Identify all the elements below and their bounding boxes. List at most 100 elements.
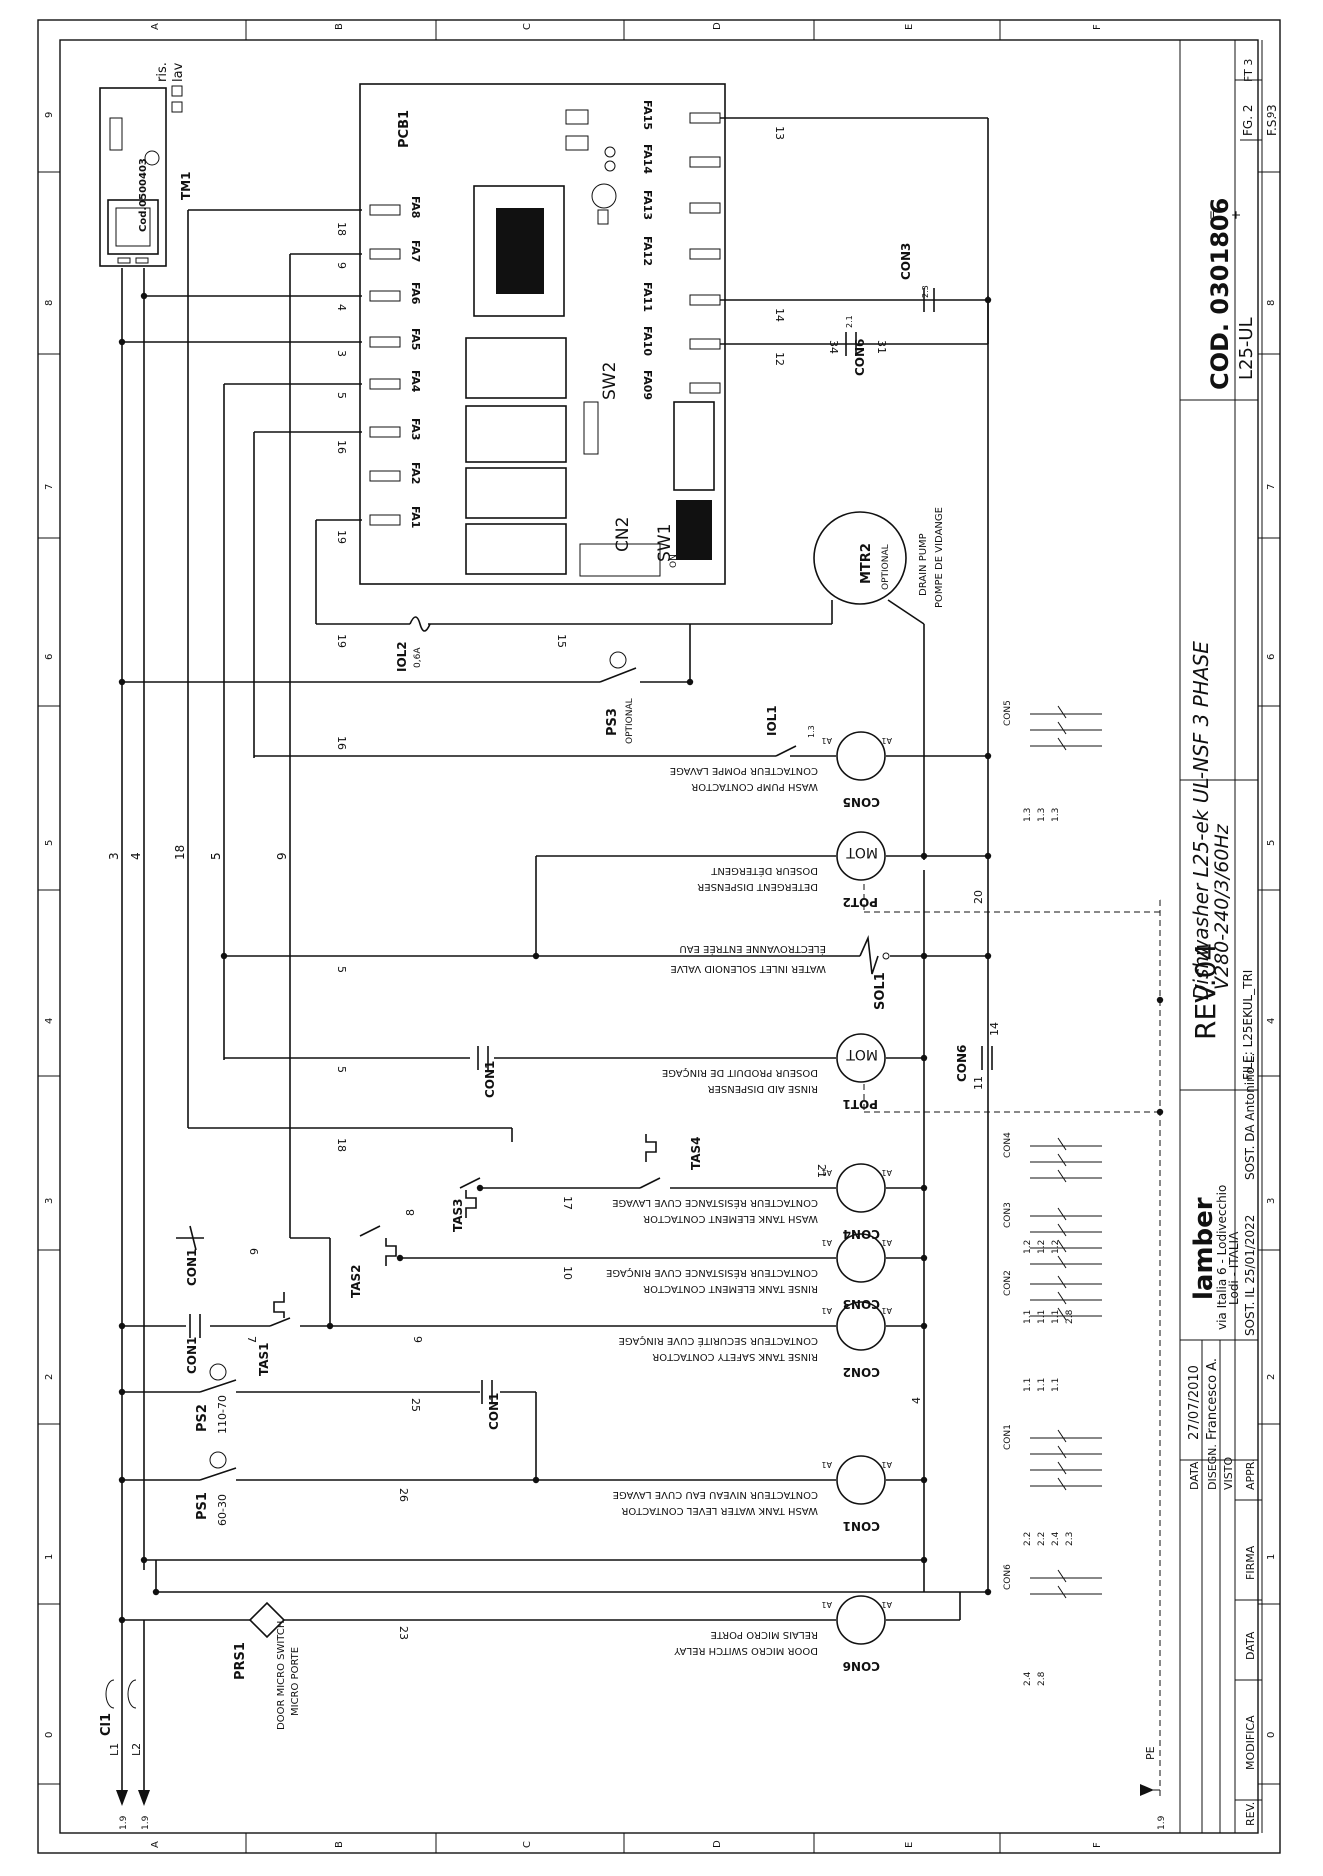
pcb-terminal-fa10 (689, 338, 721, 350)
wire-19b: 19 (335, 634, 348, 648)
data-value: 27/07/2010 (1187, 1365, 1202, 1440)
title-block: Dishwasher L25-ek UL-NSF 3 PHASE V280-24… (1179, 40, 1279, 1833)
cn2-label: CN2 (613, 517, 633, 552)
contact-ref-0-2: 1.3 (1051, 808, 1061, 822)
data-label: DATA (1188, 1461, 1201, 1490)
con3-top-label: CON3 (899, 243, 913, 280)
junction-dot (984, 296, 992, 304)
pcb-terminal-label-fa09: FA09 (641, 370, 654, 400)
grid-row-left-3: 3 (44, 1198, 55, 1204)
model-label: L25-UL (1236, 317, 1257, 380)
pcb-terminal-fa5 (369, 336, 401, 348)
grid-row-right-7: 7 (1266, 484, 1277, 490)
iol2-thermal-symbol (409, 616, 431, 632)
wire-21: 21 (815, 1164, 828, 1178)
contact-coil-6: CON2 (1003, 1270, 1013, 1296)
pcb-terminal-fa11 (689, 294, 721, 306)
tas2-label: TAS2 (349, 1264, 363, 1298)
load-desc-en-6: RINSE TANK SAFETY CONTACTOR (652, 1351, 818, 1362)
grid-row-right-4: 4 (1266, 1018, 1277, 1024)
prs1-label: PRS1 (233, 1642, 248, 1680)
sw1-dip-block (676, 500, 712, 560)
contact-ref-6-2: 1.1 (1051, 1378, 1061, 1392)
wire-34: 34 (827, 340, 840, 354)
pcb-terminal-label-fa11: FA11 (641, 282, 654, 312)
l2-ref: 1.9 (141, 1815, 151, 1830)
grid-row-right-5: 5 (1266, 840, 1277, 846)
ps3-label: PS3 (605, 708, 620, 736)
coil-a2-0: A1 (821, 736, 832, 745)
wire-26: 26 (397, 1488, 410, 1502)
inner-frame (59, 39, 1259, 1834)
tas3-thermostat (459, 1177, 481, 1218)
grid-row-left-0: 0 (44, 1732, 55, 1738)
drawing-code: COD. 0301806 (1206, 198, 1234, 390)
revision: REV.04 (1189, 943, 1222, 1040)
wire-20: 20 (972, 890, 985, 904)
ps1-sensor (209, 1451, 227, 1469)
wire-14b: 14 (988, 1022, 1001, 1036)
coil-a2-4: A1 (821, 1168, 832, 1177)
rail-3: 3 (107, 852, 121, 860)
pcb1-board: PCB1 SW2 SW1 CN2 ON FA8FA7FA6FA5FA4FA3FA… (359, 83, 726, 585)
coil-a2-6: A1 (821, 1306, 832, 1315)
junction-dot (984, 1588, 992, 1596)
ps1-range: 60-30 (216, 1494, 229, 1526)
grid-row-left-4: 4 (44, 1018, 55, 1024)
con6-top-label: CON6 (853, 339, 867, 376)
mtr2-desc2: POMPE DE VIDANGE (934, 507, 945, 608)
coil-con5-symbol (836, 731, 886, 781)
contact-ref-6-0: 1.1 (1023, 1378, 1033, 1392)
disegn-value: Francesco A. (1205, 1358, 1220, 1440)
wire-4b: 4 (910, 1397, 923, 1404)
company-address-1: via Italia 6 - Lodivecchio (1215, 1185, 1229, 1330)
wire-18: 18 (335, 222, 348, 236)
wire-16b: 16 (335, 736, 348, 750)
pcb-terminal-fa6 (369, 290, 401, 302)
pcb-terminal-fa1 (369, 514, 401, 526)
coil-a1-4: A1 (881, 1168, 892, 1177)
load-desc-en-5: RINSE TANK ELEMENT CONTACTOR (643, 1283, 818, 1294)
load-desc-en-7: WASH TANK WATER LEVEL CONTACTOR (621, 1505, 818, 1516)
wire-23: 23 (397, 1626, 410, 1640)
wire-19: 19 (335, 530, 348, 544)
grid-col-top-E: E (904, 24, 915, 30)
pcb-terminal-fa12 (689, 248, 721, 260)
contact-ref-4-1: 1.2 (1037, 1240, 1047, 1254)
junction-dot (140, 292, 148, 300)
junction-dot (920, 1184, 928, 1192)
ps3-sub: OPTIONAL (625, 698, 635, 744)
pcb-terminal-label-fa1: FA1 (409, 506, 422, 528)
pcb-terminal-fa2 (369, 470, 401, 482)
pcb-terminal-fa4 (369, 378, 401, 390)
grid-col-top-A: A (150, 23, 161, 30)
wire-12: 12 (773, 352, 786, 366)
wire-31: 31 (875, 340, 888, 354)
component-symbols: MTR2 OPTIONAL DRAIN PUMP POMPE DE VIDANG… (99, 243, 1167, 1830)
prs1-door-switch (248, 1601, 286, 1639)
pcb-terminal-fa8 (369, 204, 401, 216)
tm1-lav: lav (171, 62, 186, 82)
junction-dot (920, 1254, 928, 1262)
con6-pin: 2.1 (845, 315, 854, 328)
coil-mot-label-1: MOT (846, 844, 878, 860)
con1-con2-label: CON1 (185, 1337, 199, 1374)
coil-a2-5: A1 (821, 1238, 832, 1247)
appr-label: APPR. (1244, 1458, 1257, 1490)
contact-ref-7-3: 2.3 (1065, 1532, 1075, 1546)
contact-ref-0-1: 1.3 (1037, 808, 1047, 822)
junction-dot (1156, 1108, 1164, 1116)
modifica-column: MODIFICA (1244, 1715, 1257, 1770)
company-address-2: Lodi - ITALIA (1227, 1231, 1241, 1305)
pcb-terminal-fa09 (689, 382, 721, 394)
grid-row-right-2: 2 (1266, 1374, 1277, 1380)
pcb-terminal-label-fa7: FA7 (409, 240, 422, 262)
pcb-terminal-fa7 (369, 248, 401, 260)
rail-18: 18 (173, 845, 187, 860)
load-desc-fr-1: DOSEUR DÉTERGENT (710, 865, 818, 878)
l2-label: L2 (130, 1743, 143, 1756)
ps2-label: PS2 (195, 1404, 210, 1432)
